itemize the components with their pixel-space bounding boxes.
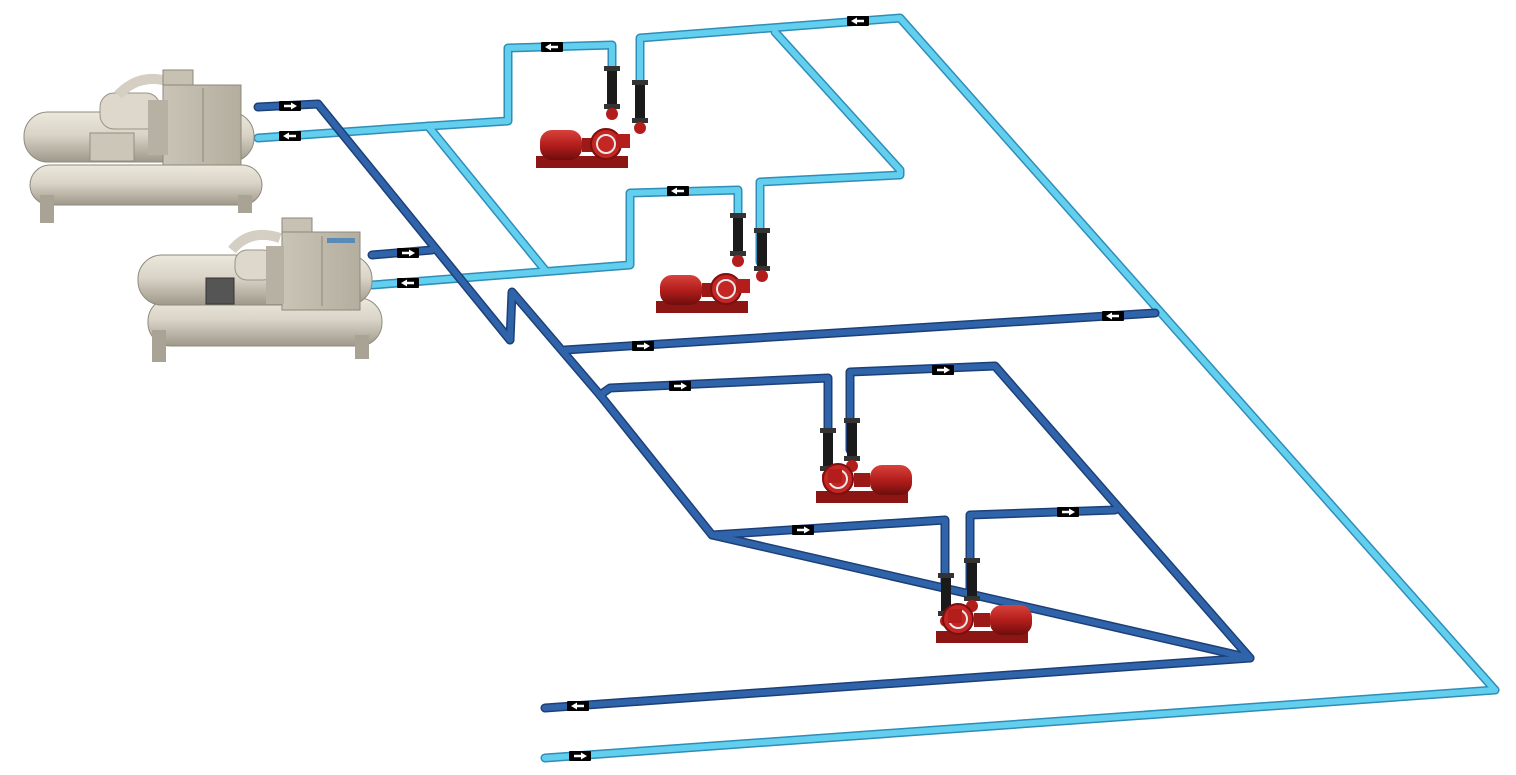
flow-direction-right-icon (569, 751, 591, 761)
return-pipe-sec-loop1-a (597, 375, 831, 453)
flange (732, 255, 744, 267)
return-pipe-chiller1-in (255, 101, 513, 343)
valve-body (967, 560, 977, 600)
chiller-unit-2 (137, 217, 383, 362)
flow-direction-left-icon (279, 131, 301, 141)
flow-direction-left-icon (1102, 311, 1124, 321)
return-pipe-sec-loop1-b (847, 363, 1253, 661)
return-pipe-bottom (542, 655, 1253, 711)
primary-pump-2 (656, 213, 770, 313)
supply-piping (253, 13, 1500, 763)
primary-pump-1 (536, 66, 648, 168)
supply-pipe-loop1 (503, 40, 617, 117)
flow-direction-right-icon (397, 248, 419, 258)
flange (634, 122, 646, 134)
flow-direction-left-icon (541, 42, 563, 52)
pump-motor (990, 605, 1032, 635)
flow-direction-right-icon (279, 101, 301, 111)
pump-motor (660, 275, 702, 305)
secondary-pump-1 (816, 418, 912, 503)
flow-direction-left-icon (667, 186, 689, 196)
flow-direction-right-icon (1057, 507, 1079, 517)
pump-motor (870, 465, 912, 495)
supply-pipe-loop1-b (635, 13, 1500, 695)
flange (756, 270, 768, 282)
pump-motor (540, 130, 582, 160)
return-pipe-sec-loop2-a (709, 517, 948, 593)
brand-badge (327, 238, 355, 243)
flow-direction-left-icon (397, 278, 419, 288)
valve-body (823, 430, 833, 470)
flange (606, 108, 618, 120)
secondary-pump-2 (936, 558, 1032, 643)
valve-body (733, 215, 743, 255)
flow-direction-right-icon (932, 365, 954, 375)
flow-direction-right-icon (632, 341, 654, 351)
flow-direction-right-icon (792, 525, 814, 535)
valve-body (941, 575, 951, 615)
flow-direction-left-icon (567, 701, 589, 711)
return-piping (253, 99, 1255, 713)
chiller-unit-1 (23, 69, 263, 223)
valve-body (635, 82, 645, 122)
flow-direction-left-icon (847, 16, 869, 26)
return-pipe-header (562, 310, 1158, 353)
valve-body (757, 230, 767, 270)
valve-body (607, 68, 617, 108)
valve-body (847, 420, 857, 460)
return-pipe-sec-loop2-b (967, 507, 1118, 593)
flow-direction-right-icon (669, 381, 691, 391)
